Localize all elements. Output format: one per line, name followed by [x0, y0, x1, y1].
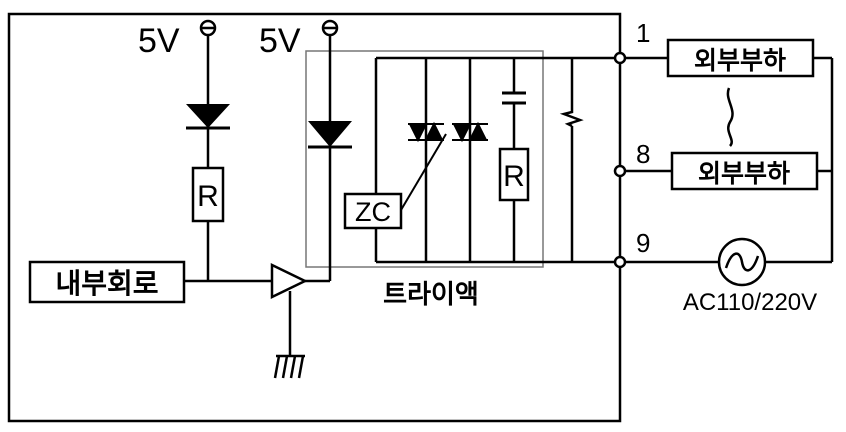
- external-load-8-box: [670, 151, 819, 191]
- internal-circuit-box: [28, 260, 186, 304]
- terminal-1-label: 1: [636, 18, 650, 48]
- zero-cross-box: [343, 192, 403, 230]
- external-load-8-label: 외부부하: [698, 159, 790, 188]
- module-enclosure: [7, 12, 622, 423]
- external-wiring: [625, 56, 834, 264]
- triac-1: [408, 121, 444, 143]
- triac-2: [452, 121, 488, 143]
- right-supply-label: 5V: [259, 22, 301, 60]
- snubber-capacitor: [502, 91, 526, 105]
- terminal-1-node: [613, 51, 627, 65]
- load-continuation-mark: [726, 87, 734, 147]
- driver-buffer: [270, 263, 308, 299]
- terminal-8-node: [613, 164, 627, 178]
- terminal-8-label: 8: [636, 139, 650, 169]
- external-load-1-box: [666, 38, 815, 78]
- left-led-diode: [186, 104, 230, 130]
- terminal-9-label: 9: [636, 228, 650, 258]
- right-led-diode: [308, 121, 352, 149]
- right-supply-branch: [305, 19, 339, 283]
- zero-cross-label: ZC: [355, 197, 391, 227]
- snubber-resistor: [498, 147, 530, 202]
- triac-module-boundary: [305, 50, 544, 268]
- snubber-resistor-label: R: [503, 160, 525, 193]
- internal-circuit-label: 내부회로: [55, 267, 158, 300]
- ac-source-label: AC110/220V: [683, 289, 817, 316]
- left-resistor: [191, 166, 225, 223]
- gate-trigger-line: [400, 133, 447, 211]
- varistor: [559, 108, 584, 128]
- terminal-9-node: [613, 255, 627, 269]
- ground-symbol: [273, 291, 305, 379]
- left-resistor-label: R: [197, 180, 219, 213]
- triac-network-wiring: [374, 56, 620, 264]
- left-supply-branch: [199, 19, 217, 281]
- external-load-1-label: 외부부하: [694, 46, 786, 75]
- left-supply-label: 5V: [138, 22, 180, 60]
- ac-source: [717, 237, 767, 287]
- triac-module-label: 트라이액: [383, 280, 479, 310]
